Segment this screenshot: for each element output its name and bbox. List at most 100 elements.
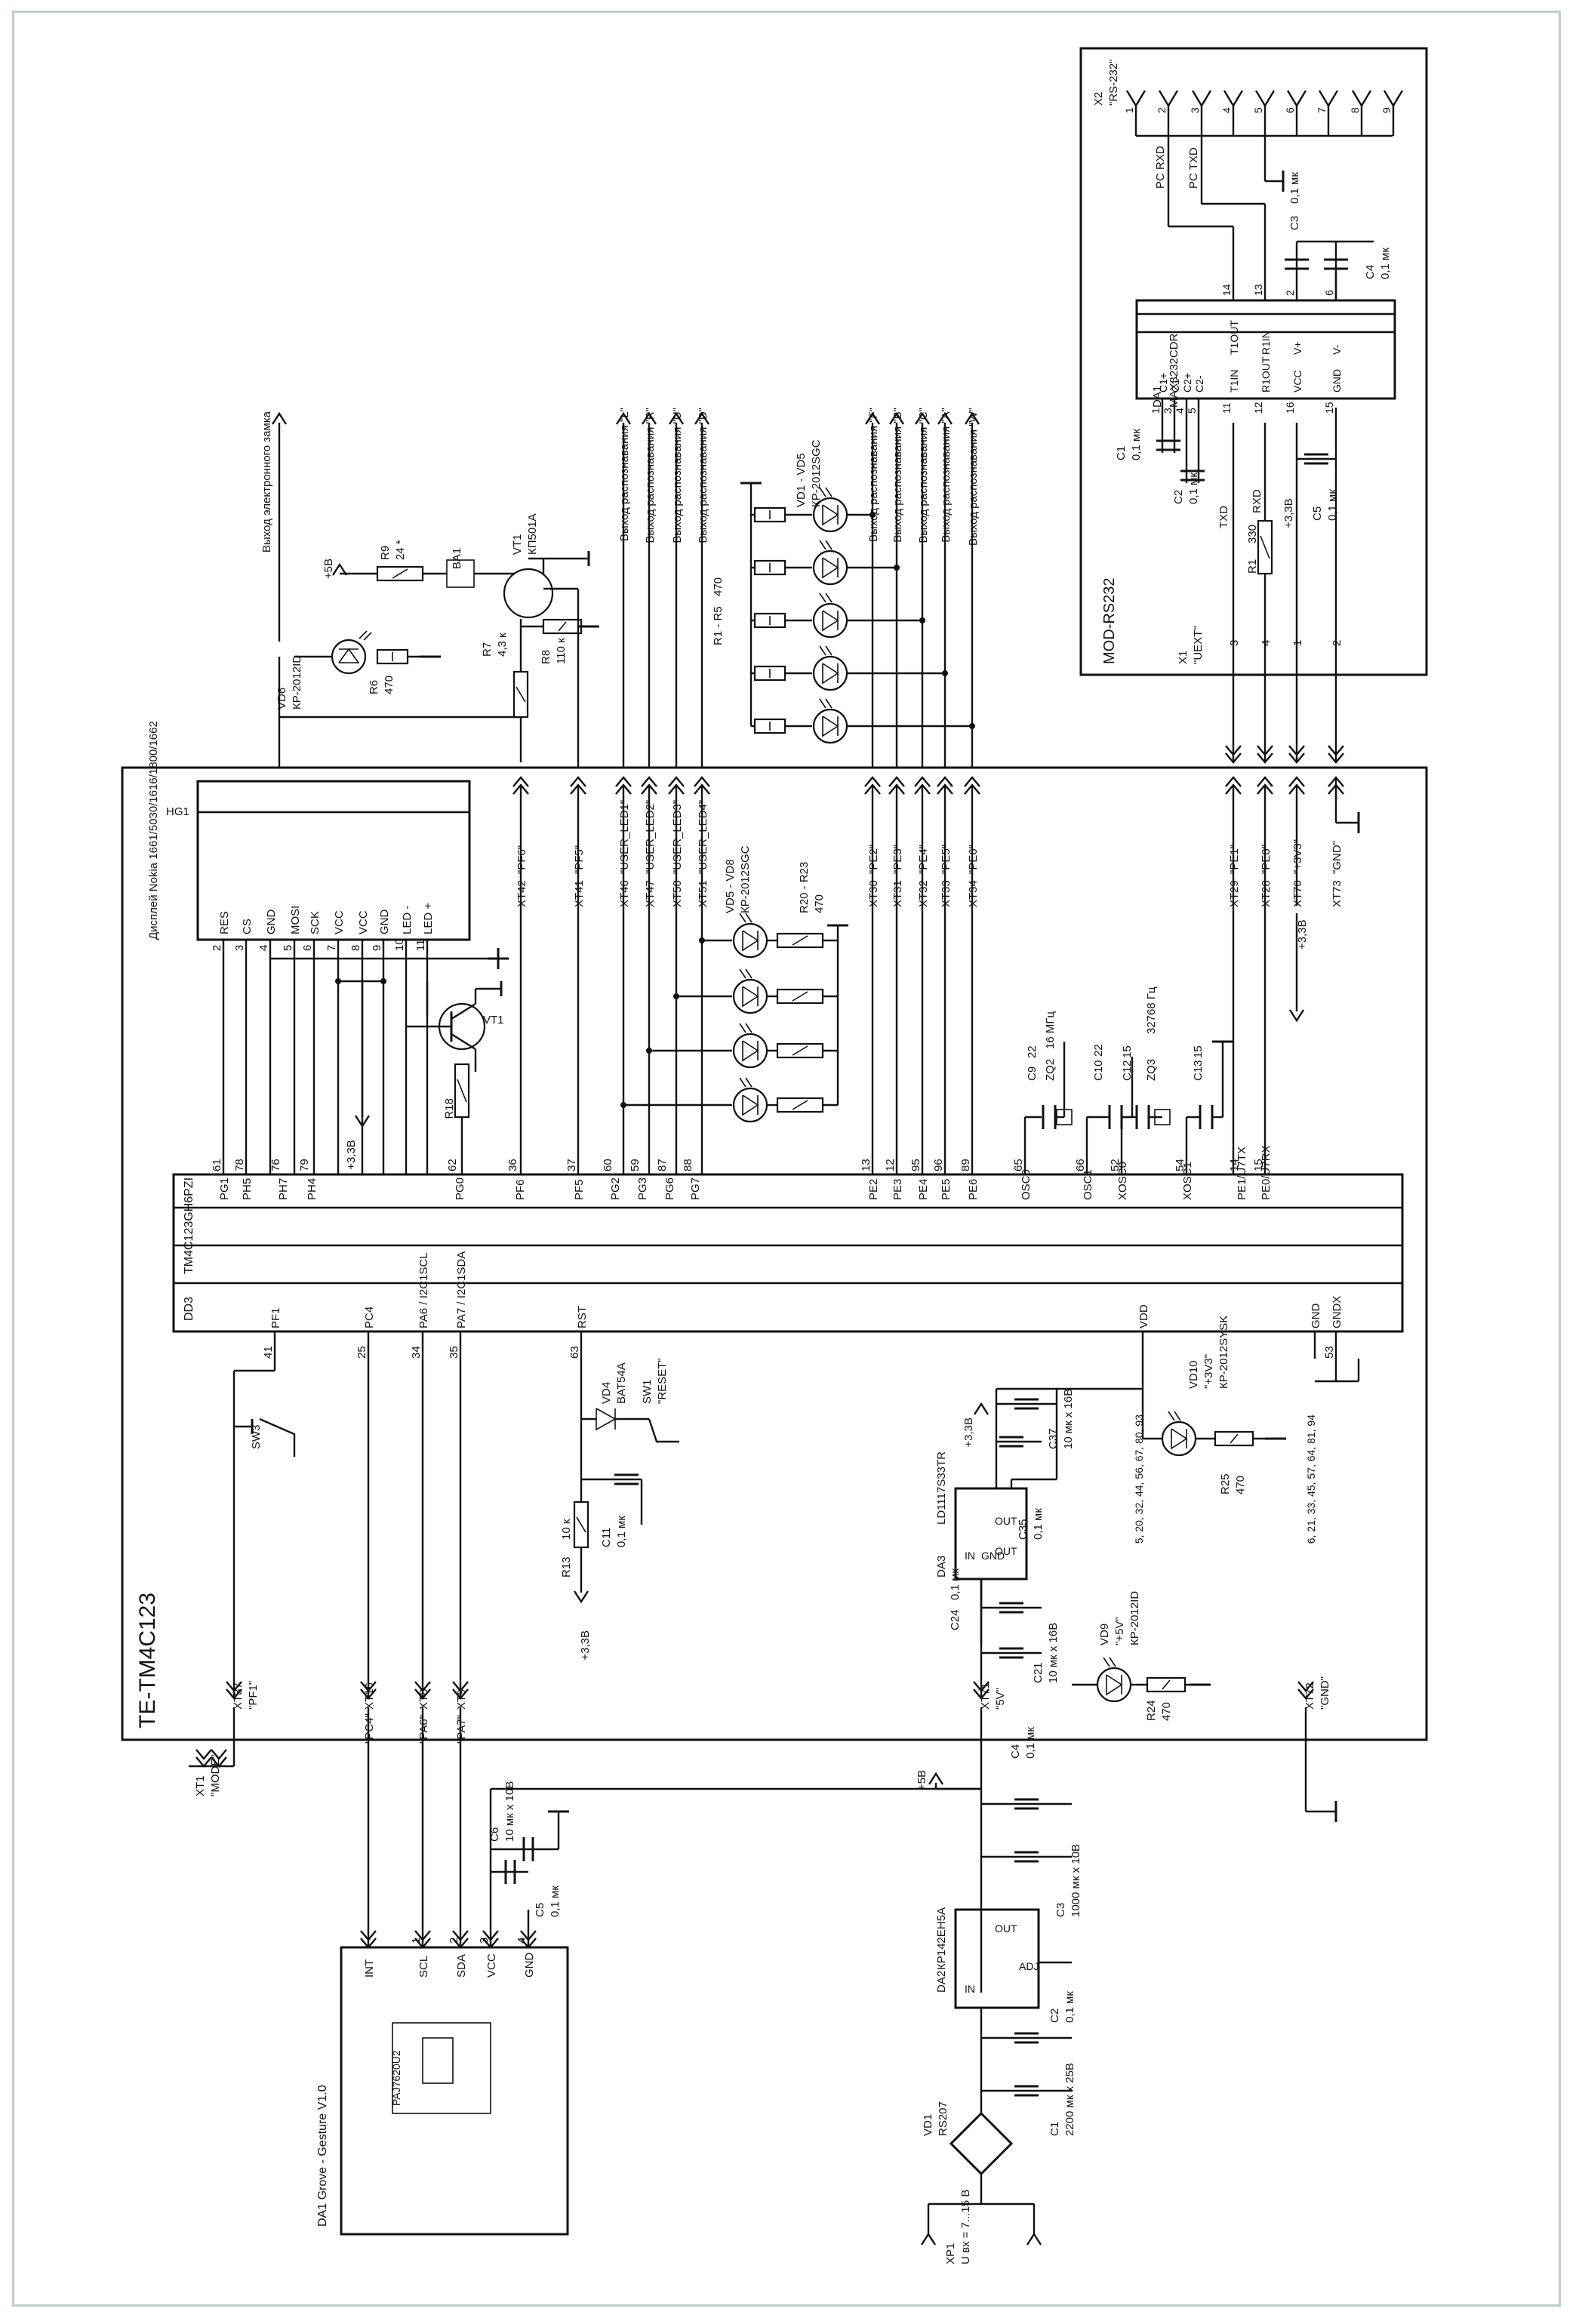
gesture-title: DA1 Grove - Gesture V1.0 xyxy=(316,2085,329,2227)
c2-value-main: 0,1 мк xyxy=(1063,1991,1076,2023)
mcu-pin-number: 15 xyxy=(1252,1159,1265,1171)
recog-output-label: Выход распознавания "R" xyxy=(644,408,657,543)
max3232-pin-number: 15 xyxy=(1323,402,1335,414)
vd9-name: "+5V" xyxy=(1113,1617,1126,1645)
top-connector-ref: XT31 xyxy=(891,880,904,907)
max3232-pin-name: C1+ xyxy=(1157,373,1169,392)
gesture-pin-number: 2 xyxy=(448,1938,460,1944)
da2-in-pin: IN xyxy=(965,1983,975,1995)
sw1-label: SW1 xyxy=(641,1379,654,1404)
display-outline xyxy=(196,780,471,941)
max3232-pin-name: GND xyxy=(1331,369,1343,392)
rs232-c1-value: 0,1 мк xyxy=(1130,429,1143,460)
mcu-pin-number: 60 xyxy=(602,1159,614,1171)
zq2-freq: 16 МГц xyxy=(1044,1011,1057,1049)
display-pin-number: 9 xyxy=(371,945,383,951)
max3232-pin-number: 12 xyxy=(1252,402,1264,414)
r20r23-label: R20 - R23 xyxy=(798,862,811,913)
top-connector-ref: XT50 xyxy=(671,880,684,907)
r24-label: R24 xyxy=(1145,1700,1158,1721)
lm7805-outline xyxy=(954,1908,1040,2009)
mcu-pin-name: PE2 xyxy=(867,1179,880,1200)
top-connector-ref: XT73 xyxy=(1331,880,1343,907)
mcu-pin-number: 78 xyxy=(233,1159,246,1171)
mcu-pin-number: 37 xyxy=(565,1159,578,1171)
r8-label: R8 xyxy=(540,650,552,664)
xt1-label: XT1 xyxy=(194,1775,207,1796)
display-title: Дисплей Nokia 1661/5030/1616/1800/1662 xyxy=(147,721,160,940)
da3-in-pin: IN xyxy=(965,1550,975,1562)
mcu-pin-name: PE5 xyxy=(940,1179,953,1200)
mcu-pin-name: XOSC0 xyxy=(1116,1162,1129,1200)
gesture-pin-name: SDA xyxy=(455,1954,468,1978)
bottom-connector-net: "5V" xyxy=(994,1688,1007,1710)
c35-value: 0,1 мк xyxy=(1032,1508,1045,1540)
gesture-sensor-body xyxy=(392,2022,491,2114)
display-pin-name: GND xyxy=(378,910,391,935)
vt1-part: КП501А xyxy=(526,513,539,555)
db9-pin-number: 6 xyxy=(1284,107,1296,113)
recog-output-label: Выход распознавания "U" xyxy=(671,408,684,543)
zq2-label: ZQ2 xyxy=(1044,1059,1057,1081)
max3232-pin-number: 14 xyxy=(1220,284,1233,296)
vd9-label: VD9 xyxy=(1098,1624,1111,1645)
bottom-connector-ref: XT9 xyxy=(455,1688,468,1710)
top-connector-net: "PE4" xyxy=(917,845,930,874)
top-connector-ref: XT32 xyxy=(917,880,930,907)
c13-value: 15 xyxy=(1192,1045,1205,1058)
mcu-pin-number: 65 xyxy=(1012,1159,1025,1171)
top-connector-ref: XT41 xyxy=(573,880,586,907)
x1-pin-number: 2 xyxy=(1331,640,1343,646)
c9-value: 22 xyxy=(1026,1045,1039,1058)
mcu-pin-name: PG1 xyxy=(218,1177,231,1200)
plus5-label-lock: +5В xyxy=(322,559,335,579)
max3232-pin-name: C1- xyxy=(1169,375,1181,392)
mcu-pin-name: PG3 xyxy=(636,1177,649,1200)
vdd-pin-list: 5, 20, 32, 44, 56, 67, 80, 93 xyxy=(1133,1414,1145,1544)
mcu-pin-name: PE1/U7TX xyxy=(1236,1147,1248,1200)
top-connector-net: "USER_LED3" xyxy=(671,800,684,874)
display-pin-name: LED + xyxy=(422,903,435,934)
da1-label: DA1 xyxy=(1151,386,1164,408)
gesture-c5-label: C5 xyxy=(534,1903,546,1917)
c4-label-main: C4 xyxy=(1009,1744,1022,1759)
top-connector-ref: XT51 xyxy=(697,880,709,907)
bottom-connector-net: "GND" xyxy=(1319,1676,1331,1710)
mcu-pin-name: GND xyxy=(1310,1304,1322,1329)
mcu-pin-name: PA6 / I2C1SCL xyxy=(417,1252,430,1328)
c11-label: C11 xyxy=(600,1528,613,1547)
top-connector-ref: XT34 xyxy=(967,880,980,907)
gesture-module-outline xyxy=(340,1946,569,2236)
db9-pin-number: 7 xyxy=(1316,107,1328,113)
max3232-pin-number: 4 xyxy=(1174,408,1186,414)
lock-output-label: Выход электронного замка xyxy=(260,411,273,553)
max3232-pin-number: 1 xyxy=(1150,408,1162,414)
max3232-pin-number: 2 xyxy=(1284,290,1296,296)
c10-value: 22 xyxy=(1092,1044,1105,1057)
r9-value: 24 * xyxy=(394,540,407,560)
db9-pin-number: 8 xyxy=(1349,107,1361,113)
bottom-connector-net: "PA7" xyxy=(455,1715,468,1744)
vd6-part: КР-2012ID xyxy=(291,655,303,710)
rs232-c3-value: 0,1 мк xyxy=(1288,172,1301,204)
vcc-label-r13: +3,3В xyxy=(579,1630,592,1661)
c37-value: 10 мк x 16В xyxy=(1062,1389,1075,1449)
mcu-pin-name: PG6 xyxy=(663,1177,676,1200)
mcu-pin-number: 62 xyxy=(446,1159,459,1171)
r25-label: R25 xyxy=(1219,1473,1232,1494)
top-connector-ref: XT29 xyxy=(1228,880,1241,907)
ba1-label: BA1 xyxy=(451,548,463,569)
mcu-pin-name: PE4 xyxy=(917,1179,930,1200)
c21-label: C21 xyxy=(1032,1662,1045,1683)
mcu-ref: DD3 xyxy=(183,1297,195,1321)
top-connector-net: "PE0" xyxy=(1260,845,1273,874)
mcu-pin-name: OSC0 xyxy=(1020,1169,1033,1200)
da3-gnd-pin: GND xyxy=(981,1550,1005,1562)
c35-label: C35 xyxy=(1017,1519,1030,1540)
max3232-pin-name: C2+ xyxy=(1181,373,1193,392)
r6-value: 470 xyxy=(383,676,396,694)
vd6-label: VD6 xyxy=(275,688,288,710)
mcu-pin-name: RST xyxy=(576,1306,589,1328)
mcu-pin-number: 95 xyxy=(909,1159,922,1171)
